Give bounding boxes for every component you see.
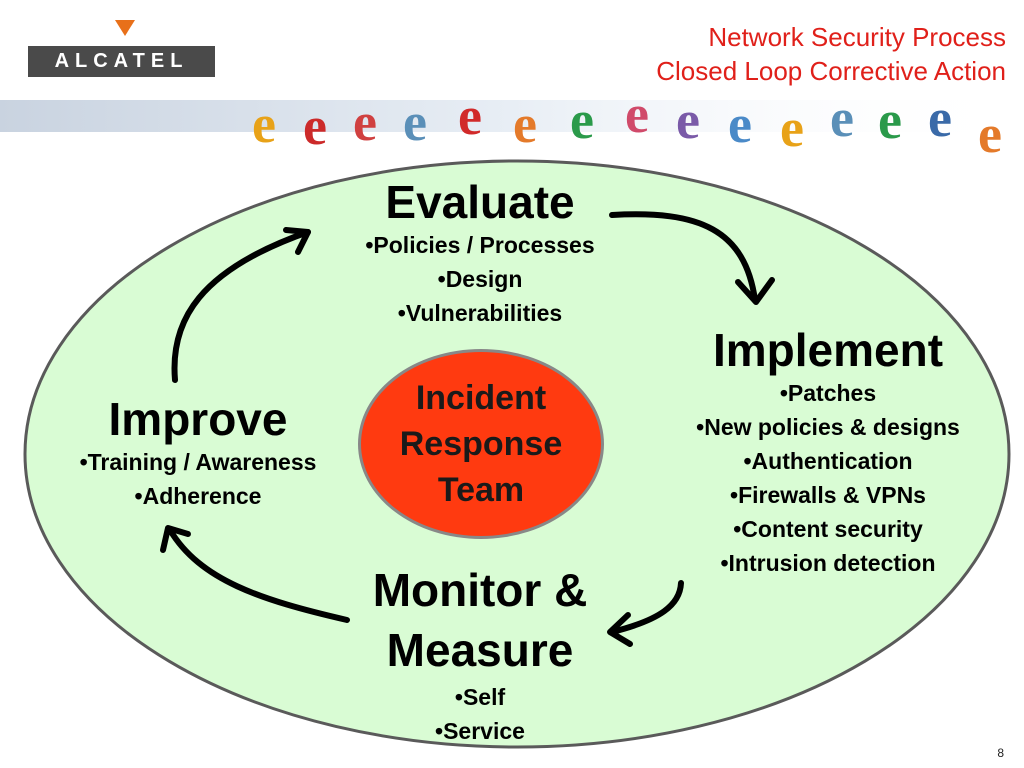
svg-text:e: e <box>252 94 276 154</box>
svg-text:e: e <box>978 104 1002 164</box>
arrow-monitor-to-improve <box>167 527 350 623</box>
implement-item: Firewalls & VPNs <box>648 478 1008 512</box>
arrow-implement-to-monitor <box>609 580 684 635</box>
svg-text:e: e <box>570 90 594 150</box>
implement-item: New policies & designs <box>648 410 1008 444</box>
svg-text:e: e <box>403 92 427 152</box>
monitor-item: Self <box>340 680 620 714</box>
arrow-improve-to-evaluate <box>171 229 311 383</box>
monitor-heading-line2: Measure <box>386 624 574 676</box>
monitor-item: Service <box>340 714 620 748</box>
svg-text:e: e <box>303 96 327 156</box>
svg-text:e: e <box>353 92 377 152</box>
svg-text:e: e <box>928 90 952 148</box>
decorative-letters-banner: e e e e e e e e e e e e e e e <box>0 90 1024 164</box>
improve-item: Training / Awareness <box>40 445 356 479</box>
slide-title: Network Security Process Closed Loop Cor… <box>656 20 1006 88</box>
slide-title-line2: Closed Loop Corrective Action <box>656 56 1006 86</box>
svg-text:e: e <box>625 90 649 144</box>
svg-text:e: e <box>728 94 752 154</box>
svg-text:e: e <box>458 90 482 146</box>
improve-stage: Improve Training / Awareness Adherence <box>40 393 356 513</box>
svg-text:e: e <box>830 90 854 148</box>
svg-text:e: e <box>676 90 700 150</box>
implement-item: Content security <box>648 512 1008 546</box>
implement-item: Authentication <box>648 444 1008 478</box>
incident-response-hub: Incident Response Team <box>358 349 604 539</box>
svg-text:e: e <box>780 98 804 158</box>
implement-stage: Implement Patches New policies & designs… <box>648 324 1008 580</box>
page-number: 8 <box>997 746 1004 760</box>
implement-item: Intrusion detection <box>648 546 1008 580</box>
monitor-heading-line1: Monitor & <box>372 564 588 616</box>
svg-text:e: e <box>513 94 537 154</box>
evaluate-item: Vulnerabilities <box>330 296 630 330</box>
svg-text:e: e <box>878 90 902 150</box>
evaluate-item: Design <box>330 262 630 296</box>
implement-heading: Implement <box>712 324 944 376</box>
arrow-evaluate-to-implement <box>609 211 758 303</box>
evaluate-item: Policies / Processes <box>330 228 630 262</box>
improve-heading: Improve <box>108 393 288 445</box>
evaluate-stage: Evaluate Policies / Processes Design Vul… <box>330 176 630 330</box>
alcatel-logo: ALCATEL <box>28 46 215 77</box>
improve-item: Adherence <box>40 479 356 513</box>
implement-item: Patches <box>648 376 1008 410</box>
hub-label: Incident Response Team <box>399 379 563 509</box>
slide-title-line1: Network Security Process <box>708 22 1006 52</box>
monitor-stage: Monitor & Measure Self Service <box>340 560 620 748</box>
alcatel-logo-mark-icon <box>115 20 135 36</box>
evaluate-heading: Evaluate <box>385 176 575 228</box>
